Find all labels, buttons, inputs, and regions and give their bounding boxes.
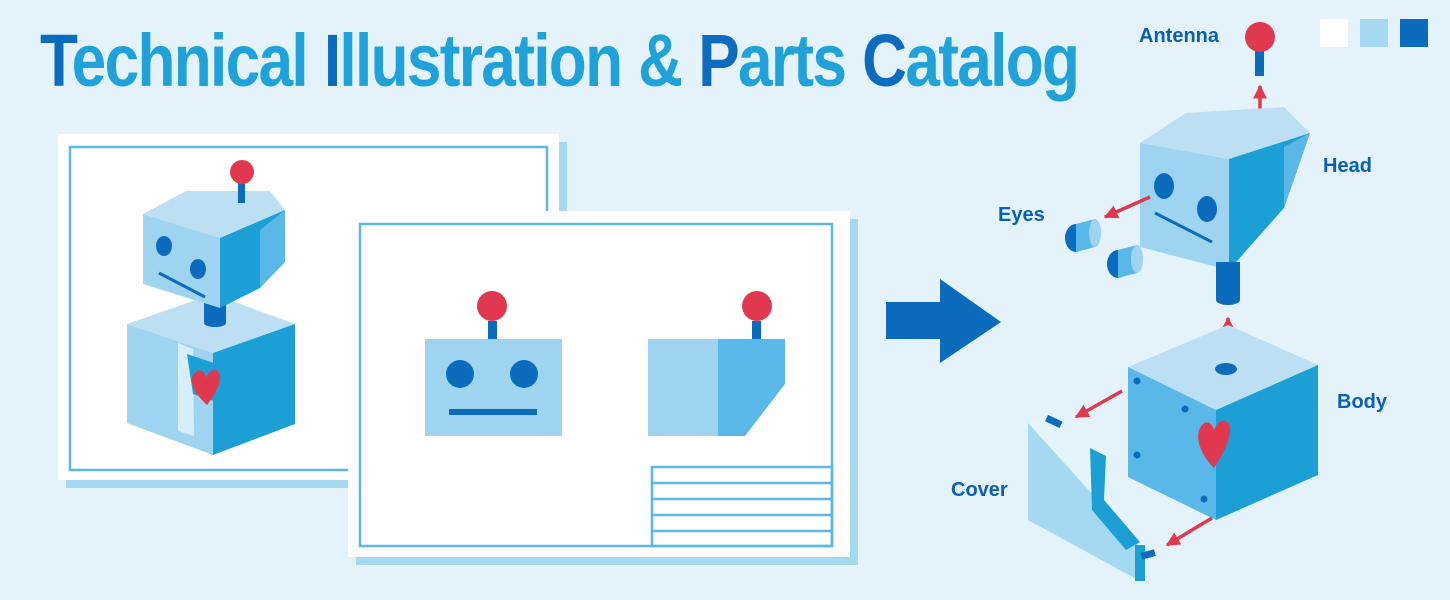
title-word-1: Illustration xyxy=(323,19,623,102)
label-head: Head xyxy=(1323,155,1372,177)
cover-part xyxy=(1028,389,1213,581)
orthographic-drawing-sheet xyxy=(348,211,858,565)
title-word-4: Catalog xyxy=(862,19,1080,102)
robot-isometric-icon xyxy=(127,160,295,455)
label-antenna: Antenna xyxy=(1139,25,1220,47)
body-part xyxy=(1128,316,1318,520)
heart-icon xyxy=(1198,420,1230,468)
title-word-2: & xyxy=(638,19,683,102)
title-block-table xyxy=(650,465,834,548)
right-arrow-icon xyxy=(886,279,1001,363)
title-word-3: Parts xyxy=(698,19,847,102)
robot-front-view-icon xyxy=(425,291,562,436)
label-body: Body xyxy=(1337,391,1388,413)
isometric-drawing-sheet xyxy=(58,134,567,488)
head-part xyxy=(1140,107,1310,305)
swatch-dark-blue xyxy=(1400,19,1428,47)
exploded-robot-diagram: Antenna Head Eyes Body Cover xyxy=(951,22,1388,581)
arrow-icon xyxy=(1103,195,1151,219)
color-swatches xyxy=(1320,19,1428,47)
robot-side-view-icon xyxy=(648,291,785,436)
label-cover: Cover xyxy=(951,479,1008,501)
title-word-0: Technical xyxy=(40,19,309,102)
label-eyes: Eyes xyxy=(998,204,1045,226)
swatch-white xyxy=(1320,19,1348,47)
heart-icon xyxy=(191,369,220,405)
arrow-icon xyxy=(1074,389,1123,419)
arrow-icon xyxy=(1165,516,1213,547)
swatch-light-blue xyxy=(1360,19,1388,47)
eyes-part xyxy=(1065,195,1151,278)
